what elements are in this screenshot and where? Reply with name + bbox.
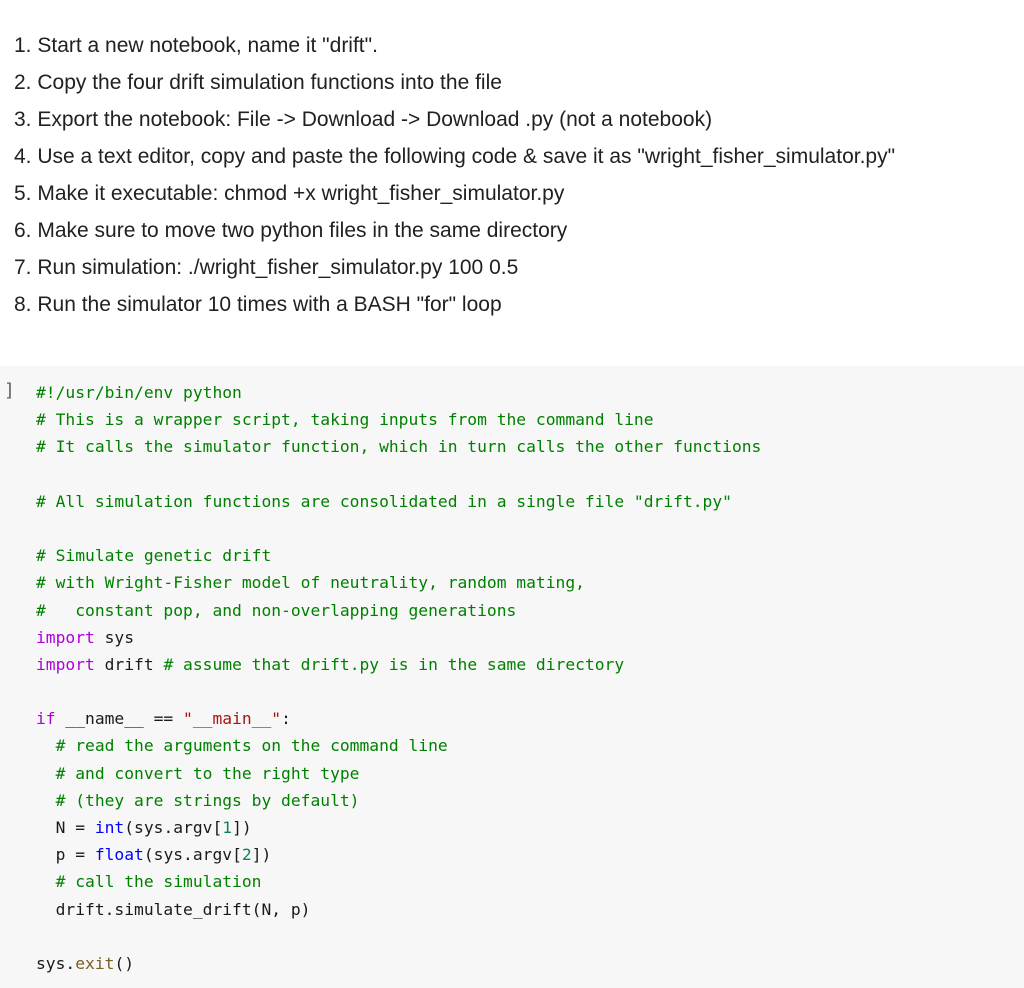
instruction-item-5: 5. Make it executable: chmod +x wright_f… <box>14 182 565 205</box>
code-line-3: # It calls the simulator function, which… <box>36 433 761 460</box>
code-line-7: # Simulate genetic drift <box>36 542 761 569</box>
code-text: p = <box>36 845 95 865</box>
code-text: : <box>281 709 291 729</box>
code-text: ]) <box>251 845 272 865</box>
code-line-6 <box>36 515 761 542</box>
code-number: 2 <box>241 845 252 865</box>
code-comment: # constant pop, and non-overlapping gene… <box>36 600 517 620</box>
instruction-item-8: 8. Run the simulator 10 times with a BAS… <box>14 293 502 316</box>
code-line-1: #!/usr/bin/env python <box>36 379 761 406</box>
code-text: sys <box>94 627 135 647</box>
code-line-12 <box>36 678 761 705</box>
code-comment: # call the simulation <box>36 872 262 892</box>
code-comment: # This is a wrapper script, taking input… <box>36 410 654 430</box>
code-comment: #!/usr/bin/env python <box>36 383 242 402</box>
code-text: drift <box>94 654 164 674</box>
code-cell[interactable]: ] #!/usr/bin/env python # This is a wrap… <box>0 366 1024 988</box>
code-builtin: int <box>94 818 125 837</box>
instruction-item-3: 3. Export the notebook: File -> Download… <box>14 108 713 131</box>
code-text: __name__ == <box>55 709 184 729</box>
code-line-19: # call the simulation <box>36 868 761 895</box>
code-line-20: drift.simulate_drift(N, p) <box>36 896 761 923</box>
code-line-10: import sys <box>36 624 761 651</box>
code-line-16: # (they are strings by default) <box>36 787 761 814</box>
instruction-item-2: 2. Copy the four drift simulation functi… <box>14 71 502 94</box>
code-line-2: # This is a wrapper script, taking input… <box>36 406 761 433</box>
code-line-8: # with Wright-Fisher model of neutrality… <box>36 569 761 596</box>
code-comment: # and convert to the right type <box>36 763 360 783</box>
code-string: "__main__" <box>183 709 282 729</box>
instruction-list: 1. Start a new notebook, name it "drift"… <box>0 27 1024 323</box>
code-keyword: import <box>36 654 95 674</box>
code-text: sys. <box>36 953 76 973</box>
instruction-item-6: 6. Make sure to move two python files in… <box>14 219 568 242</box>
code-line-14: # read the arguments on the command line <box>36 732 761 759</box>
code-text: (sys.argv[ <box>124 818 223 837</box>
cell-run-indicator[interactable]: ] <box>4 380 15 401</box>
code-text: ]) <box>232 818 252 837</box>
code-text: (sys.argv[ <box>143 845 242 865</box>
code-line-17: N = int(sys.argv[1]) <box>36 814 761 841</box>
instruction-item-7: 7. Run simulation: ./wright_fisher_simul… <box>14 256 519 279</box>
code-comment: # with Wright-Fisher model of neutrality… <box>36 573 585 593</box>
code-line-5: # All simulation functions are consolida… <box>36 488 761 515</box>
code-keyword: import <box>36 627 95 647</box>
code-comment: # read the arguments on the command line <box>36 736 448 756</box>
code-editor[interactable]: #!/usr/bin/env python # This is a wrappe… <box>36 379 761 977</box>
code-line-21 <box>36 923 761 950</box>
code-comment: # Simulate genetic drift <box>36 546 272 566</box>
code-text: N = <box>36 818 95 837</box>
instruction-item-4: 4. Use a text editor, copy and paste the… <box>14 145 896 168</box>
code-function: exit <box>75 953 115 973</box>
instructions-text-cell[interactable]: 1. Start a new notebook, name it "drift"… <box>0 27 1024 357</box>
code-line-15: # and convert to the right type <box>36 760 761 787</box>
code-comment: # All simulation functions are consolida… <box>36 491 732 511</box>
code-comment: # It calls the simulator function, which… <box>36 437 762 457</box>
code-line-13: if __name__ == "__main__": <box>36 705 761 732</box>
code-comment: # (they are strings by default) <box>36 790 360 810</box>
code-line-11: import drift # assume that drift.py is i… <box>36 651 761 678</box>
code-line-9: # constant pop, and non-overlapping gene… <box>36 597 761 624</box>
code-text: drift.simulate_drift(N, p) <box>36 899 311 919</box>
code-line-18: p = float(sys.argv[2]) <box>36 841 761 868</box>
code-number: 1 <box>222 818 233 837</box>
code-line-4 <box>36 461 761 488</box>
code-text: () <box>114 953 135 973</box>
code-keyword: if <box>36 709 56 729</box>
code-builtin: float <box>94 845 144 865</box>
instruction-item-1: 1. Start a new notebook, name it "drift"… <box>14 34 378 57</box>
code-comment: # assume that drift.py is in the same di… <box>163 654 625 674</box>
code-line-22: sys.exit() <box>36 950 761 977</box>
